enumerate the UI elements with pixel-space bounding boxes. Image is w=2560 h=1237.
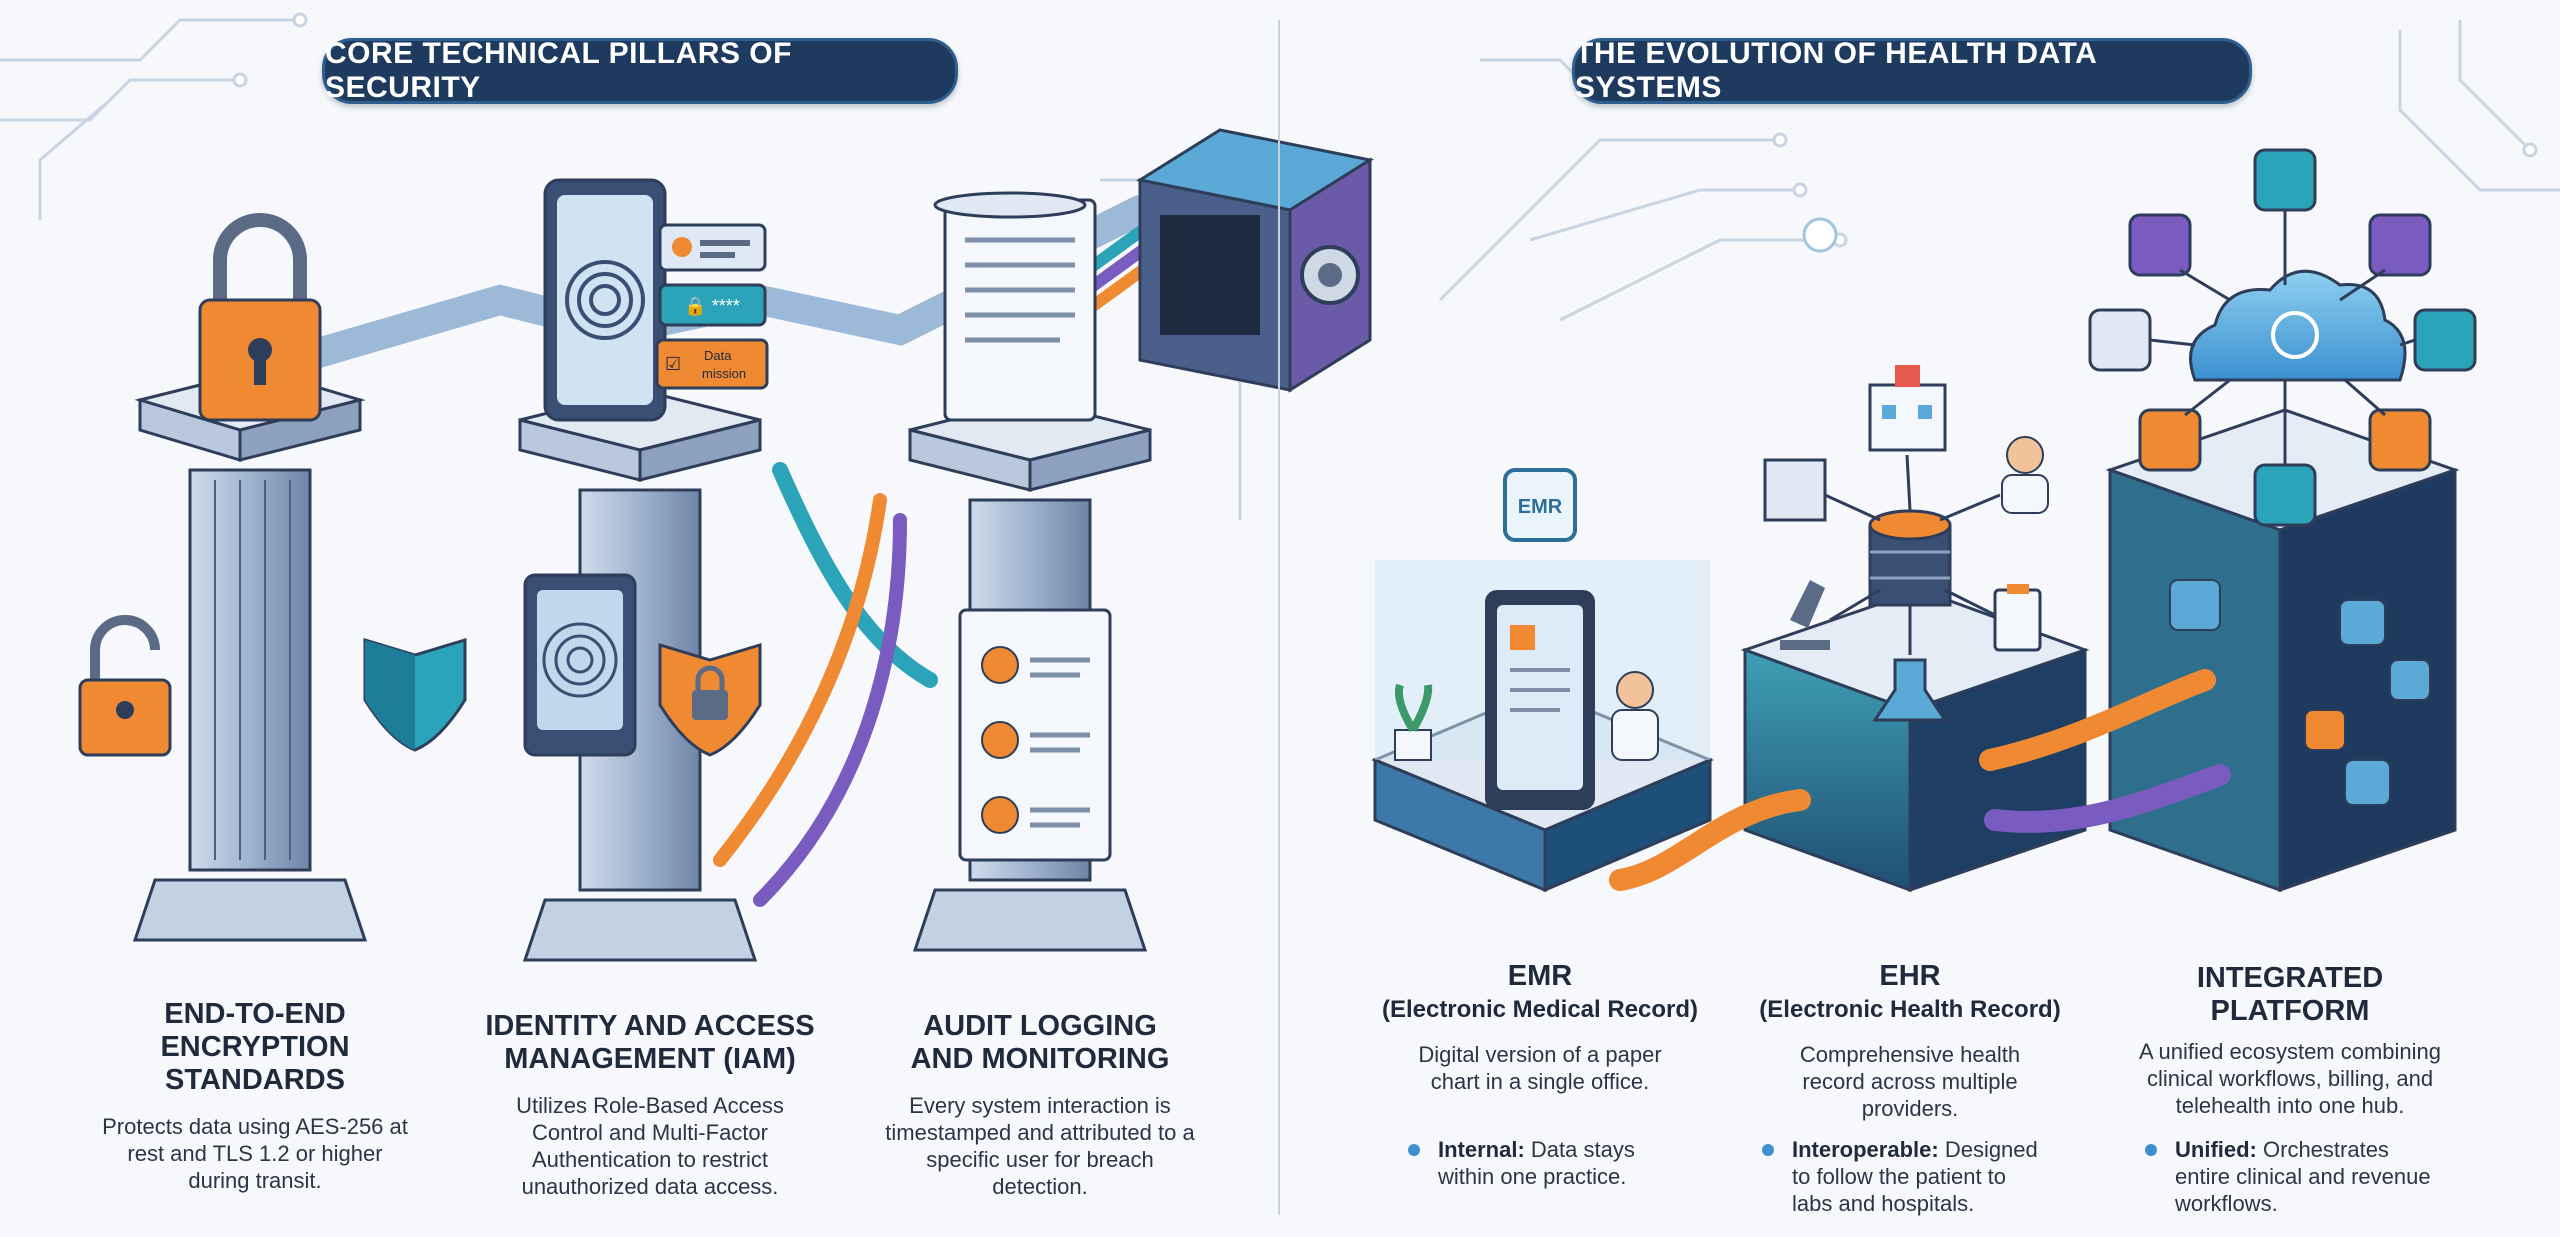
card-audit-title-1: AUDIT LOGGING — [923, 1010, 1157, 1042]
stage-emr-subtitle: (Electronic Medical Record) — [1381, 996, 1699, 1023]
plant-icon — [1394, 683, 1433, 761]
card-iam-title-1: IDENTITY AND ACCESS — [485, 1010, 815, 1042]
stage-integrated-title-2: PLATFORM — [2210, 995, 2370, 1027]
stage-emr: EMR (Electronic Medical Record) Digital … — [1375, 960, 1705, 1095]
left-banner-title: CORE TECHNICAL PILLARS OF SECURITY — [322, 37, 958, 104]
database-icon — [1868, 509, 1952, 607]
card-encryption: END-TO-END ENCRYPTION STANDARDS Protects… — [70, 998, 440, 1194]
card-iam: IDENTITY AND ACCESS MANAGEMENT (IAM) Uti… — [470, 1010, 830, 1200]
user-log-scroll-icon — [958, 608, 1112, 862]
stage-integrated-bullet-label: Unified: — [2175, 1137, 2257, 1162]
stage-emr-bullet-label: Internal: — [1438, 1137, 1525, 1162]
ehr-connectors — [1824, 454, 2001, 655]
stage-ehr-subtitle: (Electronic Health Record) — [1759, 996, 2061, 1023]
doctor-icon — [1611, 671, 1659, 761]
badge-line-1: Data — [704, 348, 732, 363]
bullet-dot — [2145, 1144, 2157, 1156]
stage-ehr-bullet: Interoperable: Designed to follow the pa… — [1762, 1136, 2052, 1217]
microscope-icon — [1780, 580, 1830, 650]
right-banner-title: THE EVOLUTION OF HEALTH DATA SYSTEMS — [1572, 37, 2252, 104]
password-icon: 🔒 **** — [658, 283, 767, 327]
circuit-nodes — [232, 12, 2538, 253]
fingerprint-card-icon — [523, 573, 637, 757]
card-audit: AUDIT LOGGING AND MONITORING Every syste… — [860, 1010, 1220, 1200]
stage-integrated: INTEGRATED PLATFORM A unified ecosystem … — [2105, 962, 2475, 1119]
panel-divider — [1278, 20, 1280, 1215]
id-card-icon — [658, 223, 767, 272]
data-permission-badge: ☑ Data mission — [655, 338, 769, 390]
emr-tablet-icon — [1485, 590, 1595, 810]
stage-emr-title: EMR — [1507, 960, 1573, 992]
padlock-icon — [198, 213, 322, 422]
card-encryption-title-1: END-TO-END — [164, 998, 346, 1030]
svg-text:🔒 ****: 🔒 **** — [684, 296, 739, 316]
open-padlock-icon — [78, 615, 172, 757]
fingerprint-tablet-icon — [543, 178, 667, 422]
clipboard-icon — [1993, 584, 2042, 652]
stage-ehr-bullet-text: Designed to follow the patient to labs a… — [1792, 1137, 2038, 1216]
stage-integrated-bullet-text: Orchestrates entire clinical and revenue… — [2175, 1137, 2431, 1216]
stage-integrated-bullet: Unified: Orchestrates entire clinical an… — [2145, 1136, 2445, 1217]
card-iam-title-2: MANAGEMENT (IAM) — [504, 1043, 796, 1075]
stage-emr-bullet: Internal: Data stays within one practice… — [1408, 1136, 1668, 1190]
card-iam-text: Utilizes Role-Based Access Control and M… — [516, 1093, 784, 1199]
emr-screen-icon: EMR — [1503, 468, 1577, 542]
hospital-icon — [1868, 365, 1947, 452]
stage-emr-text: Digital version of a paper chart in a si… — [1418, 1042, 1662, 1094]
stage-ehr: EHR (Electronic Health Record) Comprehen… — [1735, 960, 2085, 1122]
clinic-icon — [1763, 458, 1827, 522]
evolution-pipes — [1609, 669, 2231, 891]
physician-icon — [2001, 436, 2049, 514]
bullet-dot — [1408, 1144, 1420, 1156]
svg-text:☑: ☑ — [665, 354, 681, 374]
lock-shield-icon — [658, 642, 762, 757]
cloud-hub-icon — [2189, 269, 2407, 382]
emr-screen-label: EMR — [1518, 496, 1563, 518]
stage-emr-bullet-text: Data stays within one practice. — [1438, 1137, 1635, 1189]
flask-icon — [1872, 658, 1948, 722]
bullet-dot — [1762, 1144, 1774, 1156]
card-encryption-title-2: ENCRYPTION STANDARDS — [160, 1031, 350, 1096]
vault-safe-icon — [1136, 128, 1374, 393]
pillar-encryption — [132, 368, 368, 942]
stage-ehr-title: EHR — [1879, 960, 1941, 992]
audit-scroll-icon — [933, 191, 1097, 422]
shield-icon — [363, 637, 467, 752]
stage-integrated-title-1: INTEGRATED — [2196, 962, 2384, 994]
stage-integrated-text: A unified ecosystem combining clinical w… — [2138, 1039, 2442, 1118]
card-audit-text: Every system interaction is timestamped … — [885, 1093, 1195, 1199]
stage-ehr-bullet-label: Interoperable: — [1792, 1137, 1939, 1162]
card-encryption-text: Protects data using AES-256 at rest and … — [102, 1114, 408, 1193]
hub-connectors — [2149, 210, 2416, 465]
integrated-app-icons — [2088, 148, 2477, 527]
stage-ehr-text: Comprehensive health record across multi… — [1799, 1042, 2021, 1121]
card-audit-title-2: AND MONITORING — [910, 1043, 1170, 1075]
badge-line-2: mission — [702, 366, 746, 381]
